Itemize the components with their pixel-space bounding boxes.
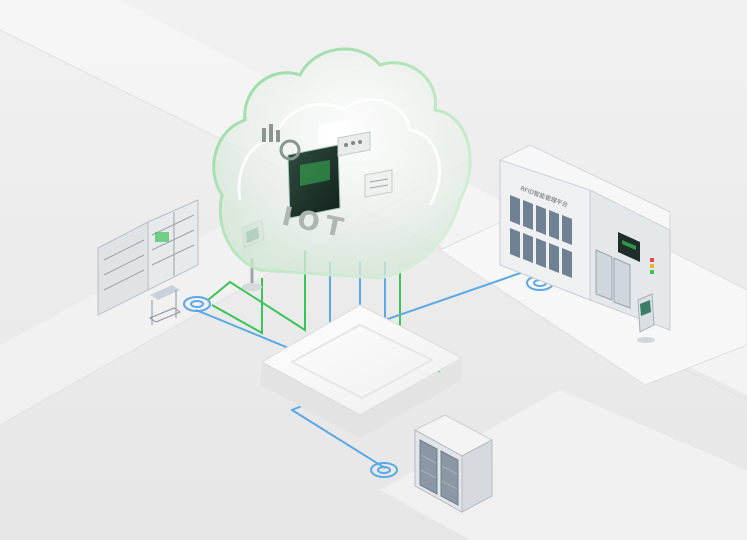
cabinet-grid	[510, 195, 572, 278]
ring-icon	[279, 139, 301, 161]
ui-panel-lower	[364, 169, 393, 198]
central-hub	[260, 304, 464, 438]
right-cabinets	[595, 249, 631, 309]
node-ring-bottom	[370, 462, 398, 478]
node-ring-left	[183, 296, 211, 312]
dashboard-screen	[287, 120, 350, 219]
left-shelving-group	[97, 199, 199, 325]
iot-cloud: IOT	[212, 47, 472, 280]
bar-chart-icon	[262, 124, 280, 142]
server-wall-right: RFID智能管理平台	[498, 144, 671, 343]
side-screen	[618, 232, 640, 262]
ui-panel-upper	[337, 131, 371, 157]
kiosk-right	[637, 293, 655, 343]
server-racks-bottom	[413, 414, 494, 513]
status-lights	[650, 258, 654, 274]
cart	[148, 285, 182, 325]
